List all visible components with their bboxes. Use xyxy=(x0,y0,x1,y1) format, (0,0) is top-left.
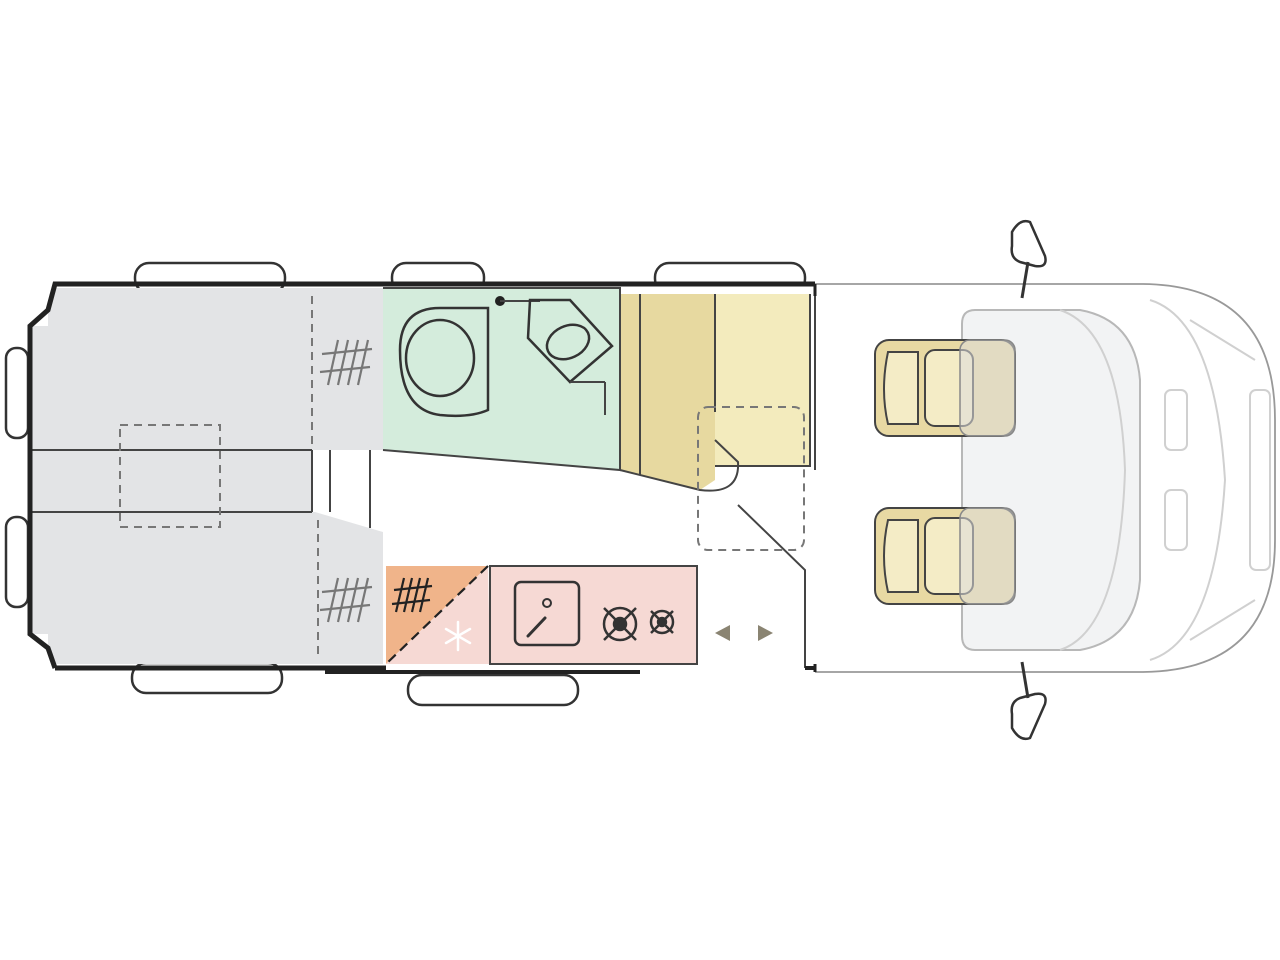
gas-burner-icon xyxy=(602,606,638,642)
wardrobe-light xyxy=(715,294,810,466)
wall-top xyxy=(27,281,815,669)
seat-driver xyxy=(874,339,1016,437)
skylight xyxy=(119,424,221,528)
wardrobe-dark xyxy=(620,294,715,490)
wheel-rear-left-top xyxy=(4,346,30,440)
mirror-bottom xyxy=(1010,692,1047,741)
bed-top xyxy=(30,288,383,450)
snowflake-icon xyxy=(444,620,472,652)
bathroom xyxy=(382,287,621,472)
bed-bottom xyxy=(30,512,383,664)
table-outline xyxy=(697,406,805,551)
sink-icon xyxy=(513,580,581,647)
windscreen xyxy=(1059,309,1127,651)
outer-walls xyxy=(27,281,817,674)
wardrobe xyxy=(619,294,811,668)
seat-passenger xyxy=(874,507,1016,605)
bed-walkway xyxy=(312,450,370,512)
kitchen-counter xyxy=(489,565,698,665)
hatch-lines-icon xyxy=(319,577,373,623)
hatch-lines-icon xyxy=(319,339,373,386)
bathroom-floor xyxy=(383,288,620,470)
cab xyxy=(815,219,1276,741)
cab-seats xyxy=(874,339,1016,605)
hatch-lines-icon xyxy=(391,577,433,613)
toilet xyxy=(398,306,490,418)
bed-middle xyxy=(30,450,312,512)
wheel-mid-bottom xyxy=(406,673,580,707)
mirror-top xyxy=(1010,219,1047,268)
rear-bed xyxy=(30,288,383,664)
door-arrows-icon xyxy=(715,625,773,641)
gas-burner-icon xyxy=(649,609,675,635)
washbasin xyxy=(526,298,614,384)
kitchen xyxy=(385,565,773,665)
wheel-rear-left-bottom xyxy=(4,515,30,609)
